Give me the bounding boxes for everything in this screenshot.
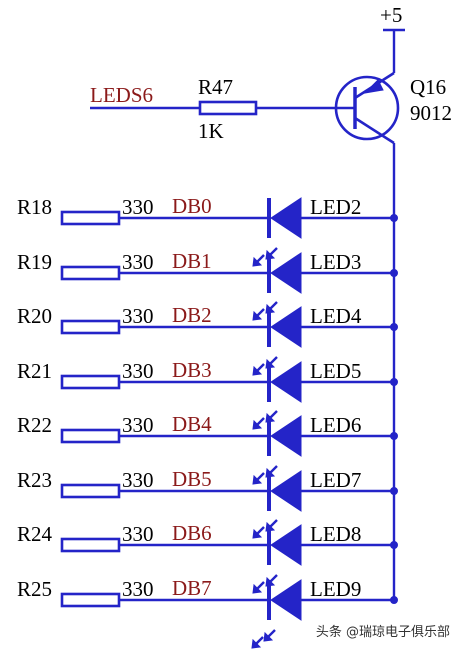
resistor-value: 330 bbox=[122, 522, 154, 546]
resistor-ref: R25 bbox=[17, 577, 52, 601]
bus-junction bbox=[390, 432, 398, 440]
resistor-body bbox=[60, 265, 121, 281]
resistor-value: 330 bbox=[122, 359, 154, 383]
resistor-value: 330 bbox=[122, 468, 154, 492]
net-label: DB5 bbox=[172, 467, 212, 491]
led-ref: LED6 bbox=[310, 413, 361, 437]
resistor-value: 330 bbox=[122, 304, 154, 328]
led-light-arrows bbox=[252, 301, 278, 321]
resistor-ref: R18 bbox=[17, 195, 52, 219]
net-label: DB3 bbox=[172, 358, 212, 382]
bus-junction bbox=[390, 269, 398, 277]
resistor-body bbox=[60, 428, 121, 444]
led-row: R18 330 DB0 LED2 bbox=[17, 194, 398, 239]
bus-junction bbox=[390, 214, 398, 222]
supply-label: +5 bbox=[380, 3, 402, 27]
led-ref: LED8 bbox=[310, 522, 361, 546]
led-triangle bbox=[270, 415, 302, 457]
resistor-body bbox=[60, 592, 121, 608]
transistor-ref: Q16 bbox=[410, 75, 446, 99]
led-light-arrows bbox=[252, 247, 278, 267]
resistor-ref: R21 bbox=[17, 359, 52, 383]
net-label: DB4 bbox=[172, 412, 212, 436]
resistor-ref: R24 bbox=[17, 522, 53, 546]
bus-junction bbox=[390, 378, 398, 386]
resistor-value: 330 bbox=[122, 413, 154, 437]
led-row: R23 330 DB5 LED7 bbox=[17, 465, 398, 512]
net-label: DB2 bbox=[172, 303, 212, 327]
input-net-label: LEDS6 bbox=[90, 83, 153, 107]
resistor-ref: R19 bbox=[17, 250, 52, 274]
led-row: R25 330 DB7 LED9 bbox=[17, 574, 398, 621]
supply-symbol: +5 bbox=[380, 3, 405, 73]
led-light-arrows bbox=[251, 629, 276, 649]
net-label: DB0 bbox=[172, 194, 212, 218]
led-light-arrows bbox=[252, 410, 278, 430]
led-ref: LED9 bbox=[310, 577, 361, 601]
led-ref: LED2 bbox=[310, 195, 361, 219]
resistor-body bbox=[60, 537, 121, 553]
base-drive: LEDS6 R47 1K bbox=[90, 75, 355, 143]
led-ref: LED3 bbox=[310, 250, 361, 274]
net-label: DB7 bbox=[172, 576, 212, 600]
base-resistor-ref: R47 bbox=[198, 75, 233, 99]
resistor-value: 330 bbox=[122, 250, 154, 274]
led-triangle bbox=[270, 470, 302, 512]
resistor-body bbox=[60, 210, 121, 226]
led-ref: LED4 bbox=[310, 304, 362, 328]
net-label: DB1 bbox=[172, 249, 212, 273]
resistor-body bbox=[60, 374, 121, 390]
resistor-body bbox=[60, 483, 121, 499]
led-triangle bbox=[270, 306, 302, 348]
bus-junction bbox=[390, 541, 398, 549]
led-triangle bbox=[270, 579, 302, 621]
bus-junction bbox=[390, 596, 398, 604]
resistor-ref: R20 bbox=[17, 304, 52, 328]
led-row: R21 330 DB3 LED5 bbox=[17, 356, 398, 403]
resistor-value: 330 bbox=[122, 195, 154, 219]
led-triangle bbox=[270, 524, 302, 566]
led-triangle bbox=[270, 252, 302, 294]
resistor-body bbox=[60, 319, 121, 335]
led-ref: LED7 bbox=[310, 468, 361, 492]
bus-junction bbox=[390, 487, 398, 495]
led-light-arrows bbox=[252, 465, 278, 485]
led-light-arrows bbox=[252, 356, 278, 376]
watermark: 头条 @瑞琼电子俱乐部 bbox=[312, 620, 453, 641]
led-light-arrows bbox=[252, 519, 278, 539]
resistor-value: 330 bbox=[122, 577, 154, 601]
led-row: R22 330 DB4 LED6 bbox=[17, 410, 398, 457]
led-row: R24 330 DB6 LED8 bbox=[17, 519, 398, 566]
led-ref: LED5 bbox=[310, 359, 361, 383]
resistor-ref: R22 bbox=[17, 413, 52, 437]
led-row: R20 330 DB2 LED4 bbox=[17, 301, 398, 348]
led-triangle bbox=[270, 197, 302, 239]
net-label: DB6 bbox=[172, 521, 212, 545]
led-triangle bbox=[270, 361, 302, 403]
resistor-ref: R23 bbox=[17, 468, 52, 492]
base-resistor-value: 1K bbox=[198, 119, 224, 143]
led-light-arrows bbox=[252, 574, 278, 594]
transistor-part: 9012 bbox=[410, 101, 452, 125]
bus-junction bbox=[390, 323, 398, 331]
led-row: R19 330 DB1 LED3 bbox=[17, 247, 398, 294]
